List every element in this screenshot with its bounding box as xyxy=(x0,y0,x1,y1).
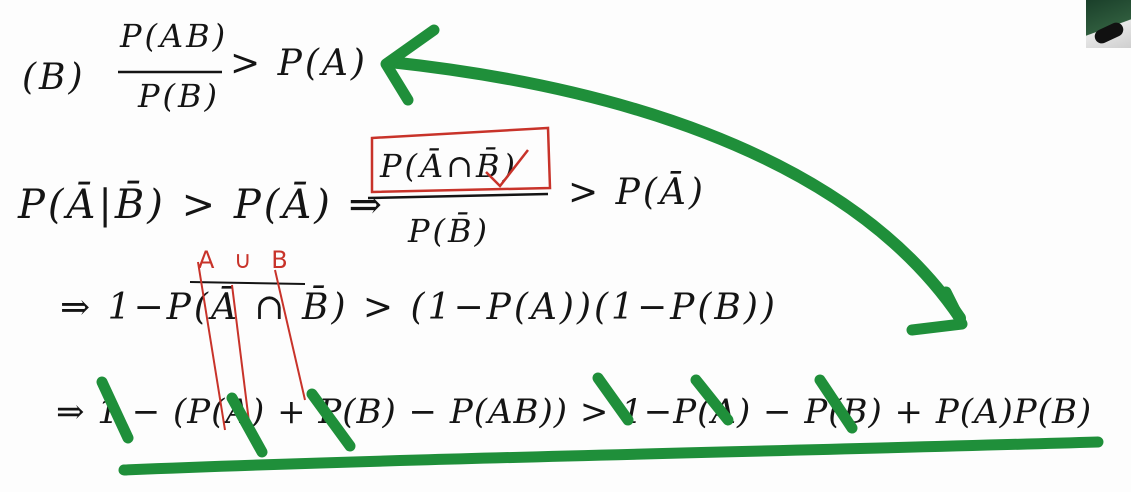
line3-annotation: A ∪ B xyxy=(198,246,294,274)
annotation-underline xyxy=(189,281,306,285)
red-guide-left xyxy=(197,261,226,431)
line1-label: (B) xyxy=(22,57,86,98)
line2-numerator: P(Ā∩B̄) xyxy=(380,147,518,185)
line3: ⇒ 1−P(Ā ∩ B̄) > (1−P(A))(1−P(B)) xyxy=(60,287,778,328)
green-cancel-6 xyxy=(814,374,858,434)
red-guide-right xyxy=(274,269,306,401)
green-cancel-5 xyxy=(690,374,734,426)
line2-rhs: > P(Ā) xyxy=(568,172,706,213)
green-cancel-3 xyxy=(306,388,356,452)
green-cancel-2 xyxy=(226,392,268,458)
green-cancel-4 xyxy=(592,372,634,426)
green-arrow-curve xyxy=(384,56,966,324)
red-box xyxy=(370,126,552,194)
red-check xyxy=(485,149,529,188)
line1-rhs: > P(A) xyxy=(230,43,368,84)
green-arrowhead-top xyxy=(380,24,440,106)
green-arrowhead-bottom xyxy=(906,286,968,336)
green-cancel-1 xyxy=(96,376,134,444)
line1-denominator: P(B) xyxy=(138,77,221,115)
line2-lhs: P(Ā|B̄) > P(Ā) ⇒ xyxy=(18,182,386,228)
line1-numerator: P(AB) xyxy=(120,17,229,55)
webcam-thumbnail xyxy=(1086,0,1131,48)
red-guide-left-2 xyxy=(231,284,251,431)
line2-denominator: P(B̄) xyxy=(408,212,491,250)
fraction-bar-2 xyxy=(367,192,549,200)
green-underline xyxy=(118,436,1104,476)
